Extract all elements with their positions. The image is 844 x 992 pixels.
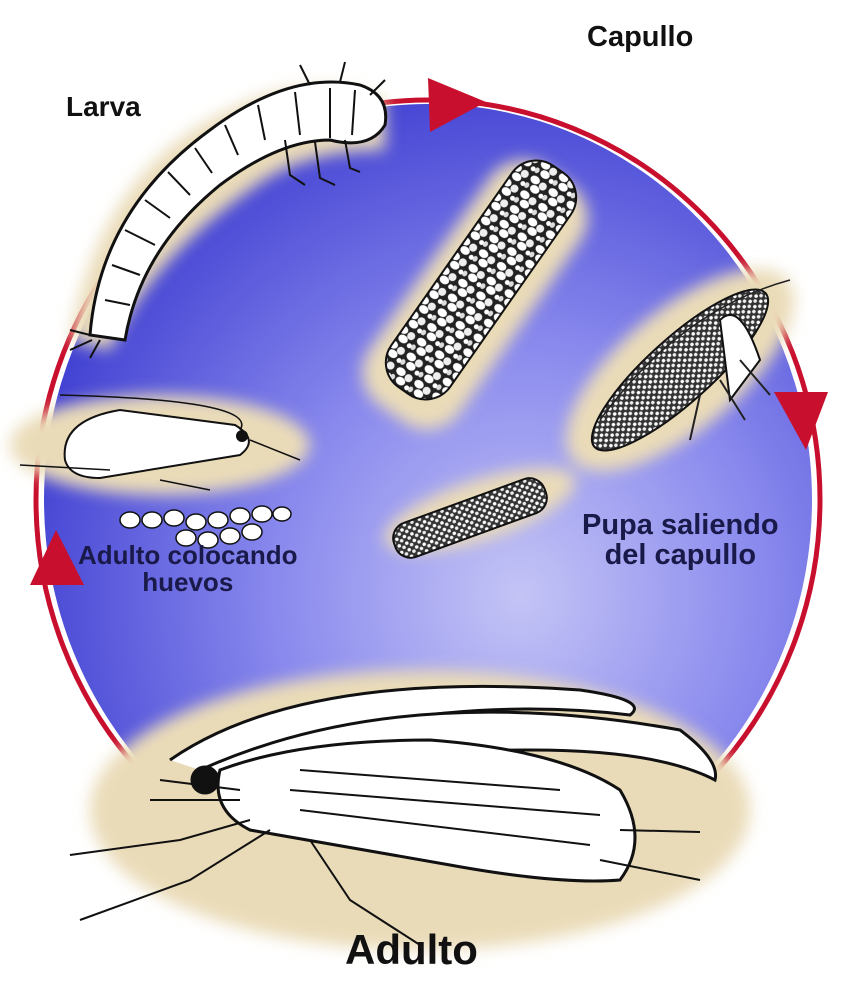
adult-laying-eggs-illustration — [19, 394, 301, 549]
adult-illustration — [69, 684, 718, 946]
eggs — [119, 505, 292, 549]
larva-illustration — [69, 61, 388, 359]
label-pupa: Pupa saliendo del capullo — [582, 510, 779, 571]
label-capullo: Capullo — [587, 21, 694, 53]
arrow-larva-to-capullo-icon — [428, 78, 486, 132]
arrow-huevos-to-larva-icon — [30, 530, 84, 585]
label-adulto: Adulto — [345, 926, 478, 973]
capullo-illustration — [384, 159, 578, 401]
label-huevos-line1: Adulto colocando — [78, 540, 298, 570]
label-pupa-line2: del capullo — [604, 539, 757, 572]
arrow-capullo-to-pupa-icon — [774, 392, 828, 450]
pupa-illustration — [392, 279, 791, 559]
label-huevos-line2: huevos — [142, 567, 234, 598]
label-larva: Larva — [66, 91, 141, 122]
label-huevos: Adulto colocando huevos — [78, 540, 298, 598]
label-pupa-line1: Pupa saliendo — [582, 509, 779, 541]
